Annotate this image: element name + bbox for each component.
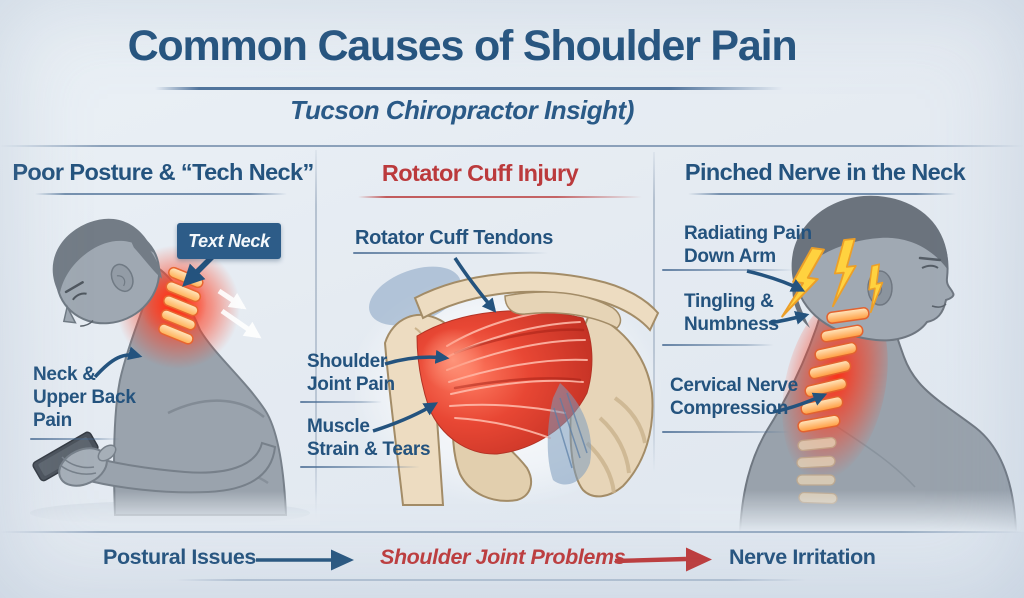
neck-pain-underline — [30, 438, 120, 440]
footer-step-nerve-irritation: Nerve Irritation — [729, 545, 876, 569]
pinched-nerve-figure — [680, 195, 1024, 532]
radiating-pain-label: Radiating Pain Down Arm — [684, 223, 812, 267]
rotator-cuff-tendons-label: Rotator Cuff Tendons — [355, 227, 554, 249]
text-neck-callout-label: Text Neck — [188, 230, 270, 251]
neck-upper-back-pain-label: Neck & Upper Back Pain — [33, 364, 136, 431]
shoulder-anatomy-illustration — [355, 266, 663, 506]
panel-title-pinched-nerve: Pinched Nerve in the Neck — [684, 159, 966, 185]
subscapularis-blue-area — [547, 383, 592, 485]
footer-flow-arrow-blue — [256, 549, 354, 571]
header-separator-line — [0, 145, 1024, 147]
page-title: Common Causes of Shoulder Pain — [127, 22, 798, 70]
footer-lower-line — [176, 579, 806, 581]
joint-pain-underline — [300, 401, 382, 403]
tingling-underline — [662, 344, 774, 346]
page-subtitle: Tucson Chiropractor Insight) — [290, 95, 634, 125]
thoracic-vertebrae-faint — [796, 436, 838, 505]
person-profile-silhouette — [680, 195, 1024, 532]
bowed-head — [52, 218, 162, 327]
footer-separator-line — [0, 531, 1024, 533]
muscle-strain-underline — [300, 466, 420, 468]
hair — [791, 195, 949, 280]
pinched-nerve-title-underline — [688, 193, 956, 195]
cervical-compression-label: Cervical Nerve Compression — [670, 375, 798, 419]
shoulder-joint-graphic — [355, 266, 663, 506]
footer-flow-arrow-red — [614, 547, 712, 572]
tendons-underline — [353, 252, 548, 254]
radiating-underline — [662, 269, 794, 271]
text-neck-callout: Text Neck — [177, 223, 281, 259]
panel-title-poor-posture: Poor Posture & “Tech Neck” — [12, 159, 314, 185]
shoulder-joint-pain-label: Shoulder Joint Pain — [307, 351, 395, 395]
panel-title-rotator-cuff: Rotator Cuff Injury — [381, 160, 579, 186]
title-divider — [155, 87, 783, 90]
cervical-underline — [662, 431, 790, 433]
panel-divider-left — [315, 150, 317, 522]
tingling-numbness-label: Tingling & Numbness — [684, 291, 779, 335]
acromion-bone — [504, 291, 622, 329]
footer-step-postural-issues: Postural Issues — [103, 545, 256, 569]
rotator-cuff-title-underline — [358, 196, 642, 198]
footer-step-shoulder-joint-problems: Shoulder Joint Problems — [380, 545, 626, 569]
poor-posture-title-underline — [35, 193, 287, 195]
cervical-vertebrae-bright — [797, 307, 870, 433]
muscle-strain-tears-label: Muscle Strain & Tears — [307, 416, 431, 460]
